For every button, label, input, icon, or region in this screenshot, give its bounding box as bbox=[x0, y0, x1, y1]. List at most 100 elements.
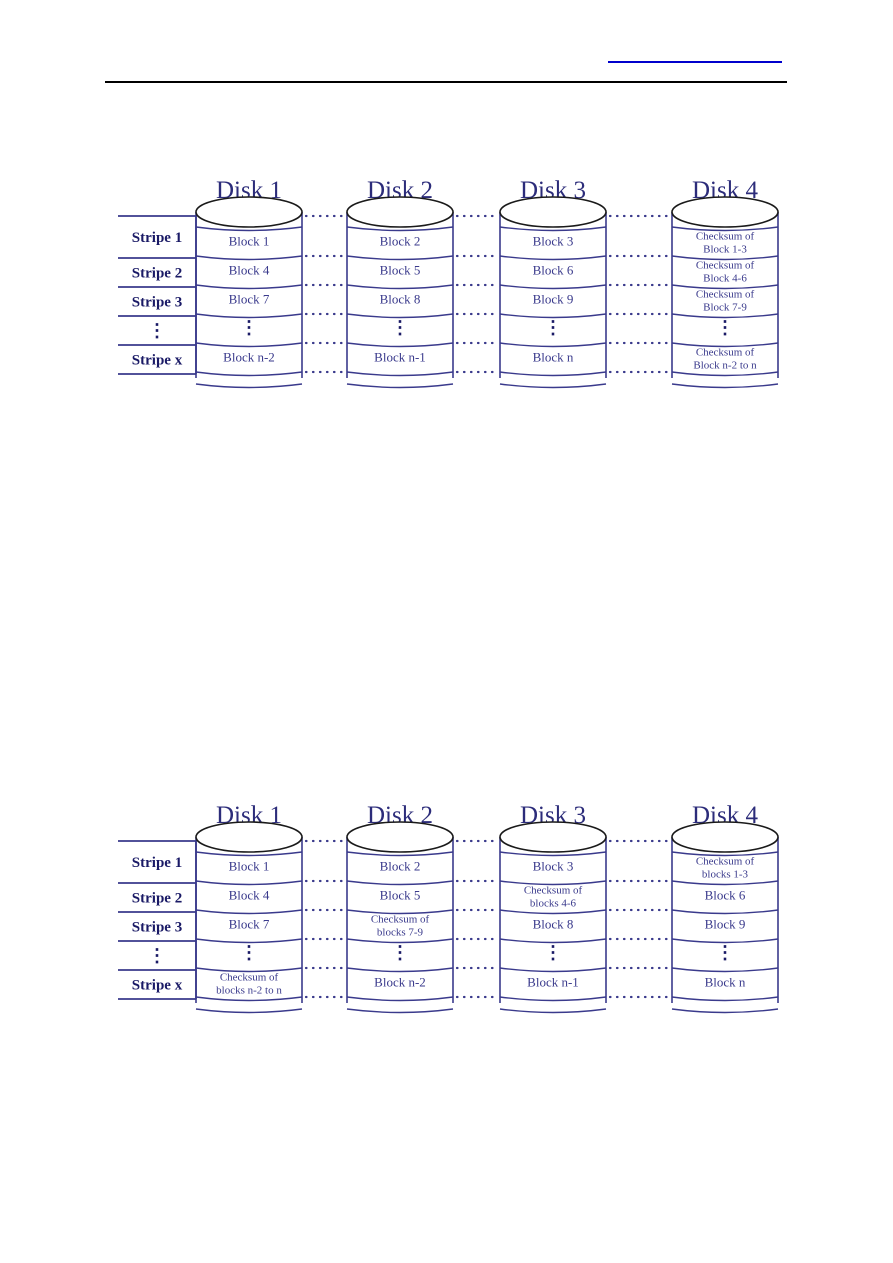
block-label: Block 8 bbox=[380, 292, 421, 307]
stripe-label: Stripe 2 bbox=[132, 266, 182, 282]
block-label: Block 2 bbox=[380, 859, 421, 874]
block-label-ellipsis: ⋮ bbox=[716, 943, 734, 963]
cylinder-band-separator bbox=[499, 851, 607, 857]
cylinder-band-separator bbox=[499, 996, 607, 1002]
cylinder-band-separator bbox=[195, 938, 303, 944]
cylinder-band-separator bbox=[346, 967, 454, 973]
cylinder-band-separator bbox=[499, 255, 607, 261]
cylinder-band-separator bbox=[671, 996, 779, 1002]
cylinder-band-separator bbox=[195, 371, 303, 377]
block-label: Block 3 bbox=[533, 234, 574, 249]
cylinder-top-ellipse bbox=[346, 196, 454, 228]
cylinder-band-separator bbox=[499, 313, 607, 319]
cylinder-band-separator bbox=[346, 371, 454, 377]
cylinder-band-separator bbox=[499, 880, 607, 886]
block-label-ellipsis: ⋮ bbox=[544, 943, 562, 963]
stripe-label-ellipsis: ⋮ bbox=[148, 321, 166, 341]
stripe-label: Stripe x bbox=[132, 978, 183, 994]
cylinder-band-separator bbox=[671, 938, 779, 944]
checksum-label-line2: blocks 7-9 bbox=[377, 927, 424, 939]
checksum-label: Checksum of bbox=[696, 231, 755, 243]
cylinder-band-separator bbox=[195, 313, 303, 319]
cylinder-band-separator bbox=[195, 967, 303, 973]
block-label: Block 8 bbox=[533, 917, 574, 932]
cylinder-band-separator bbox=[499, 938, 607, 944]
block-label: Block n-1 bbox=[374, 350, 426, 365]
cylinder-band-separator bbox=[195, 851, 303, 857]
checksum-label-line2: Block 7-9 bbox=[703, 302, 747, 314]
header-horizontal-rule bbox=[105, 81, 787, 83]
block-label: Block 7 bbox=[229, 292, 270, 307]
block-label: Block 2 bbox=[380, 234, 421, 249]
cylinder-top-ellipse bbox=[195, 196, 303, 228]
stripe-label-ellipsis: ⋮ bbox=[148, 946, 166, 966]
block-label: Block 5 bbox=[380, 888, 421, 903]
block-label: Block n-2 bbox=[223, 350, 275, 365]
cylinder-band-separator bbox=[499, 284, 607, 290]
header-hyperlink-underline[interactable] bbox=[608, 61, 782, 63]
cylinder-band-separator bbox=[499, 909, 607, 915]
block-label: Block 1 bbox=[229, 234, 270, 249]
cylinder-band-separator bbox=[671, 371, 779, 377]
cylinder-bottom-edge bbox=[195, 1008, 303, 1014]
cylinder-band-separator bbox=[195, 284, 303, 290]
block-label-ellipsis: ⋮ bbox=[240, 318, 258, 338]
checksum-label: Checksum of bbox=[220, 972, 279, 984]
cylinder-band-separator bbox=[346, 880, 454, 886]
cylinder-band-separator bbox=[346, 284, 454, 290]
checksum-label: Checksum of bbox=[696, 289, 755, 301]
checksum-label-line2: blocks n-2 to n bbox=[216, 985, 282, 997]
cylinder-band-separator bbox=[499, 967, 607, 973]
cylinder-band-separator bbox=[195, 342, 303, 348]
cylinder-band-separator bbox=[671, 255, 779, 261]
cylinder-band-separator bbox=[195, 909, 303, 915]
cylinder-band-separator bbox=[195, 996, 303, 1002]
block-label: Block n-1 bbox=[527, 975, 579, 990]
block-label: Block 7 bbox=[229, 917, 270, 932]
checksum-label: Checksum of bbox=[696, 347, 755, 359]
checksum-label-line2: blocks 1-3 bbox=[702, 869, 749, 881]
cylinder-band-separator bbox=[346, 851, 454, 857]
checksum-label-line2: Block 4-6 bbox=[703, 273, 747, 285]
cylinder-band-separator bbox=[195, 880, 303, 886]
cylinder-band-separator bbox=[499, 371, 607, 377]
block-label: Block n bbox=[533, 350, 574, 365]
block-label: Block 4 bbox=[229, 888, 270, 903]
cylinder-band-separator bbox=[346, 313, 454, 319]
block-label-ellipsis: ⋮ bbox=[391, 943, 409, 963]
cylinder-band-separator bbox=[195, 226, 303, 232]
cylinder-band-separator bbox=[346, 342, 454, 348]
stripe-label: Stripe 3 bbox=[132, 920, 182, 936]
block-label: Block 5 bbox=[380, 263, 421, 278]
cylinder-top-ellipse bbox=[499, 196, 607, 228]
block-label-ellipsis: ⋮ bbox=[391, 318, 409, 338]
cylinder-bottom-edge bbox=[499, 383, 607, 389]
checksum-label: Checksum of bbox=[696, 260, 755, 272]
cylinder-bottom-edge bbox=[195, 383, 303, 389]
checksum-label: Checksum of bbox=[524, 885, 583, 897]
cylinder-top-ellipse bbox=[499, 821, 607, 853]
cylinder-band-separator bbox=[671, 967, 779, 973]
stripe-label: Stripe 3 bbox=[132, 295, 182, 311]
cylinder-bottom-edge bbox=[671, 1008, 779, 1014]
cylinder-bottom-edge bbox=[346, 1008, 454, 1014]
stripe-label: Stripe 1 bbox=[132, 855, 182, 871]
cylinder-top-ellipse bbox=[346, 821, 454, 853]
cylinder-bottom-edge bbox=[346, 383, 454, 389]
cylinder-band-separator bbox=[346, 255, 454, 261]
block-label: Block 6 bbox=[533, 263, 574, 278]
checksum-label: Checksum of bbox=[371, 914, 430, 926]
block-label-ellipsis: ⋮ bbox=[716, 318, 734, 338]
stripe-label: Stripe 1 bbox=[132, 230, 182, 246]
checksum-label-line2: blocks 4-6 bbox=[530, 898, 577, 910]
